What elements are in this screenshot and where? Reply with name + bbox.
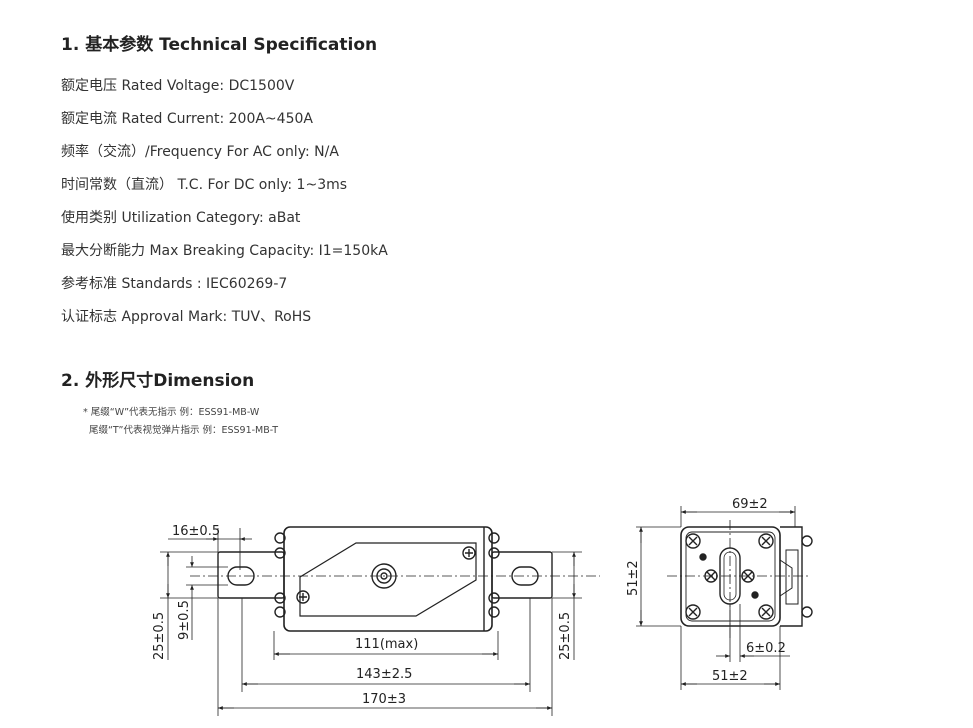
dim-label-16: 16±0.5: [172, 524, 220, 539]
spec-utilization-category: 使用类别 Utilization Category: aBat: [61, 210, 301, 226]
front-view-dimension-labels: 16±0.5 25±0.5 9±0.5 25±0.5 111(max) 143±…: [152, 524, 573, 707]
dim-label-51-bottom: 51±2: [712, 669, 748, 684]
spec-frequency: 频率（交流）/Frequency For AC only: N/A: [61, 144, 339, 160]
suffix-notes: * 尾缀“W”代表无指示 例：ESS91-MB-W 尾缀“T”代表视觉弹片指示 …: [83, 404, 278, 440]
side-view-dimension-labels: 69±2 51±2 6±0.2 51±2: [626, 497, 786, 684]
side-view-dimension-lines: [636, 506, 796, 690]
spec-rated-voltage: 额定电压 Rated Voltage: DC1500V: [61, 78, 295, 94]
fuse-front-view: [190, 526, 600, 632]
section-title-dimension: 2. 外形尺寸Dimension: [61, 371, 255, 391]
dim-label-143: 143±2.5: [356, 667, 412, 682]
dim-label-9: 9±0.5: [177, 600, 192, 640]
spec-time-constant: 时间常数（直流） T.C. For DC only: 1~3ms: [61, 177, 348, 193]
spec-standards: 参考标准 Standards : IEC60269-7: [61, 276, 288, 292]
dim-label-111: 111(max): [355, 637, 418, 652]
dim-label-25-right: 25±0.5: [558, 612, 573, 660]
dim-label-69: 69±2: [732, 497, 768, 512]
spec-rated-current: 额定电流 Rated Current: 200A~450A: [61, 111, 313, 127]
note-suffix-w: * 尾缀“W”代表无指示 例：ESS91-MB-W: [83, 407, 260, 418]
dim-label-25-left: 25±0.5: [152, 612, 167, 660]
spec-breaking-capacity: 最大分断能力 Max Breaking Capacity: I1=150kA: [61, 243, 388, 259]
dim-label-51-side: 51±2: [626, 560, 641, 596]
section-title-technical-specification: 1. 基本参数 Technical Specification: [61, 35, 378, 55]
dim-label-6: 6±0.2: [746, 641, 786, 656]
fuse-side-view: [667, 520, 813, 640]
front-view-dimension-lines: [160, 528, 582, 716]
dim-label-170: 170±3: [362, 692, 406, 707]
spec-list: 额定电压 Rated Voltage: DC1500V 额定电流 Rated C…: [61, 76, 388, 340]
spec-approval-mark: 认证标志 Approval Mark: TUV、RoHS: [61, 309, 312, 325]
note-suffix-t: 尾缀“T”代表视觉弹片指示 例：ESS91-MB-T: [89, 425, 279, 436]
